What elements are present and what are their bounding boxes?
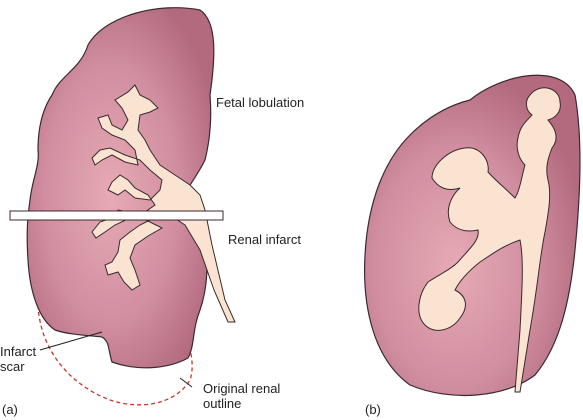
leader-original-outline [179, 377, 193, 388]
leader-infarct-scar [39, 331, 103, 351]
infarct-bar [9, 210, 224, 221]
original-renal-outline [37, 304, 193, 406]
label-original-outline-2: outline [203, 396, 242, 411]
label-panel-a: (a) [2, 402, 18, 417]
label-original-outline-1: Original renal [203, 381, 281, 396]
label-infarct-scar-2: scar [0, 359, 25, 374]
label-renal-infarct: Renal infarct [228, 232, 301, 247]
renal-pelvis-b [418, 87, 561, 393]
renal-pelvis-a [91, 84, 236, 323]
label-infarct-scar-1: Infarct [0, 344, 37, 359]
label-panel-b: (b) [365, 402, 381, 417]
label-fetal-lobulation: Fetal lobulation [216, 95, 305, 110]
